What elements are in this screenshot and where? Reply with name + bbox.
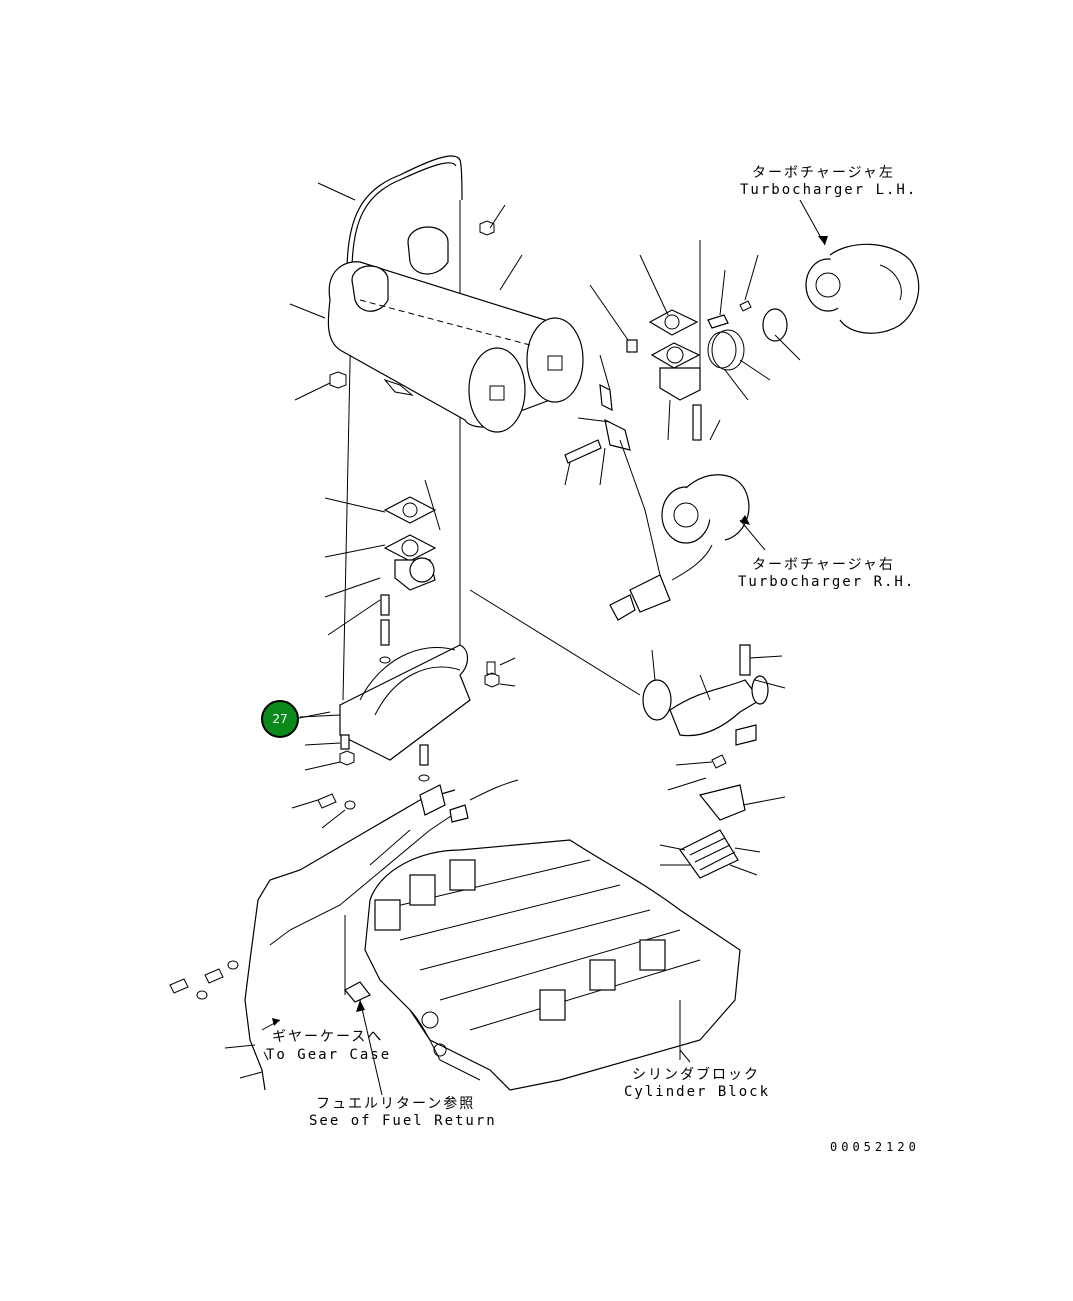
- drawing-number: 00052120: [830, 1140, 920, 1154]
- elbow-pipe: [469, 589, 786, 821]
- turbo-lh-label-jp: ターボチャージャ左: [752, 165, 895, 181]
- turbocharger-rh: [609, 439, 766, 621]
- fuel-return-label-jp: フュエルリターン参照: [316, 1096, 476, 1112]
- reference-pointers: [356, 999, 691, 1096]
- upper-flange-stack: [564, 240, 721, 486]
- turbo-lh-label-en: Turbocharger L.H.: [740, 182, 918, 198]
- cylinder-block-label-jp: シリンダブロック: [632, 1067, 760, 1083]
- muffler-leaders: [289, 182, 523, 401]
- part-callout-27[interactable]: 27: [261, 700, 299, 738]
- turbocharger-lh: [707, 199, 920, 401]
- left-flange-stack: [324, 479, 441, 664]
- lower-right-parts: [659, 829, 761, 879]
- turbo-rh-label-en: Turbocharger R.H.: [738, 574, 916, 590]
- gear-case-label-en: To Gear Case: [266, 1047, 392, 1063]
- cylinder-block-label-en: Cylinder Block: [624, 1084, 771, 1100]
- pipe-lines: [169, 779, 519, 1091]
- turbo-rh-label-jp: ターボチャージャ右: [752, 557, 895, 573]
- gear-case-label-jp: ギヤーケースへ: [272, 1029, 384, 1045]
- fuel-return-label-en: See of Fuel Return: [309, 1113, 497, 1129]
- cylinder-block: [344, 839, 741, 1091]
- mounting-bracket: [299, 644, 516, 782]
- callout-leader: [298, 711, 331, 719]
- muffler: [327, 226, 584, 433]
